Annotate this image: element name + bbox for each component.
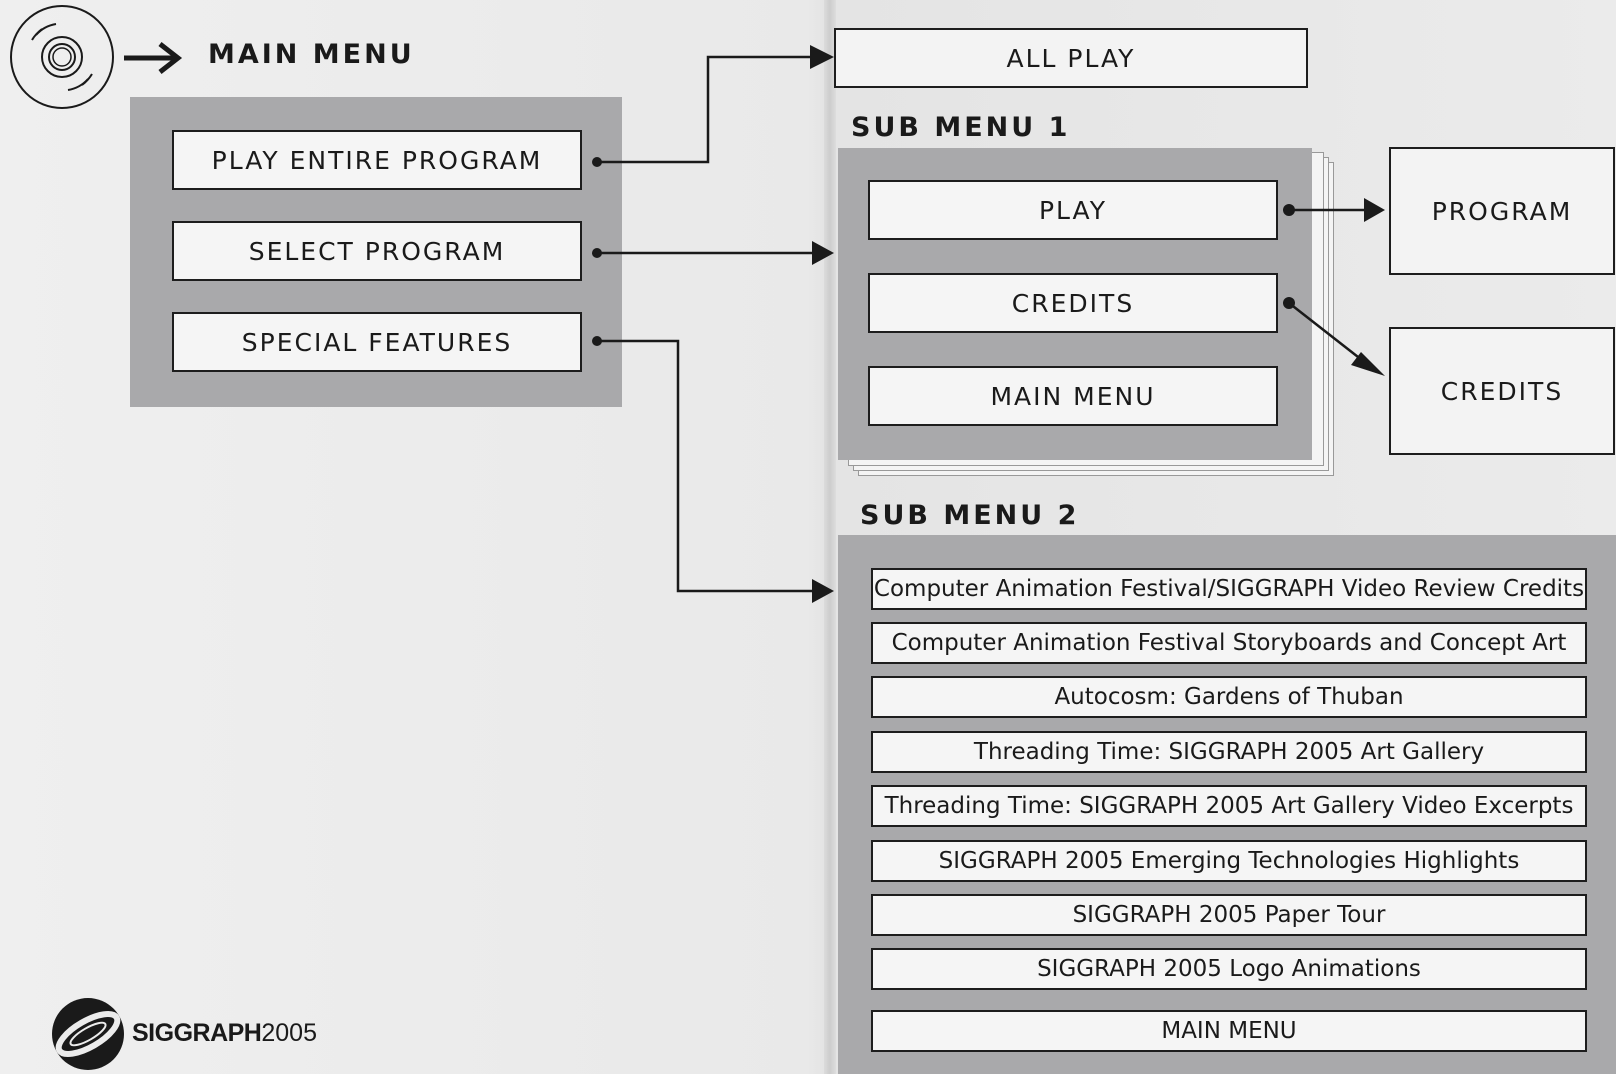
main-menu-button[interactable]: MAIN MENU bbox=[868, 366, 1278, 426]
logo-name: SIGGRAPH bbox=[132, 1019, 262, 1047]
sub-menu-2-item[interactable]: Autocosm: Gardens of Thuban bbox=[871, 676, 1587, 718]
book-spine bbox=[824, 0, 836, 1074]
siggraph-wordmark: SIGGRAPH2005 bbox=[132, 1019, 317, 1048]
program-box: PROGRAM bbox=[1389, 147, 1615, 275]
sub-menu-2-item[interactable]: Computer Animation Festival/SIGGRAPH Vid… bbox=[871, 568, 1587, 610]
play-entire-program-button[interactable]: PLAY ENTIRE PROGRAM bbox=[172, 130, 582, 190]
credits-box: CREDITS bbox=[1389, 327, 1615, 455]
sub-menu-2-item[interactable]: SIGGRAPH 2005 Logo Animations bbox=[871, 948, 1587, 990]
all-play-box[interactable]: ALL PLAY bbox=[834, 28, 1308, 88]
sub-menu-2-item[interactable]: Threading Time: SIGGRAPH 2005 Art Galler… bbox=[871, 785, 1587, 827]
sub-menu-2-item[interactable]: Threading Time: SIGGRAPH 2005 Art Galler… bbox=[871, 731, 1587, 773]
arrow-right-icon bbox=[124, 42, 183, 74]
connector-select-program bbox=[592, 241, 834, 265]
select-program-button[interactable]: SELECT PROGRAM bbox=[172, 221, 582, 281]
connector-play-entire-program bbox=[592, 45, 834, 167]
logo-year: 2005 bbox=[261, 1019, 317, 1047]
special-features-button[interactable]: SPECIAL FEATURES bbox=[172, 312, 582, 372]
credits-button[interactable]: CREDITS bbox=[868, 273, 1278, 333]
play-button[interactable]: PLAY bbox=[868, 180, 1278, 240]
sub-menu-2-item[interactable]: SIGGRAPH 2005 Paper Tour bbox=[871, 894, 1587, 936]
connector-play-to-program bbox=[1283, 198, 1385, 222]
sub-menu-2-item[interactable]: Computer Animation Festival Storyboards … bbox=[871, 622, 1587, 664]
main-menu-heading: MAIN MENU bbox=[208, 39, 415, 70]
sub-menu-2-item[interactable]: MAIN MENU bbox=[871, 1010, 1587, 1052]
disc-icon bbox=[10, 5, 114, 109]
connector-special-features bbox=[592, 336, 834, 603]
sub-menu-1-heading: SUB MENU 1 bbox=[851, 112, 1071, 143]
connector-credits-to-credits bbox=[1283, 297, 1385, 376]
siggraph-logo-icon bbox=[52, 998, 124, 1070]
sub-menu-2-heading: SUB MENU 2 bbox=[860, 500, 1080, 531]
sub-menu-2-item[interactable]: SIGGRAPH 2005 Emerging Technologies High… bbox=[871, 840, 1587, 882]
